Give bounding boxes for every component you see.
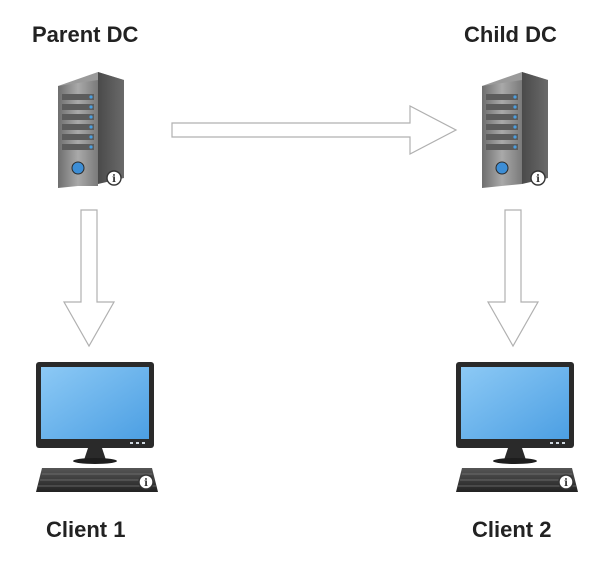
info-icon: i <box>138 474 154 490</box>
svg-text:i: i <box>112 174 116 185</box>
client-1-label: Client 1 <box>46 517 126 542</box>
info-icon: i <box>530 170 546 186</box>
arrow-child-to-client-2 <box>486 209 540 348</box>
svg-text:i: i <box>536 174 540 185</box>
info-icon: i <box>558 474 574 490</box>
child-dc-label: Child DC <box>464 22 557 47</box>
child-dc-server-icon: i <box>482 72 548 188</box>
client-2-label: Client 2 <box>472 517 552 542</box>
parent-dc-label: Parent DC <box>32 22 139 47</box>
client-2-computer-icon: i <box>456 362 578 492</box>
client-1-computer-icon: i <box>36 362 158 492</box>
svg-text:i: i <box>144 478 148 489</box>
svg-text:i: i <box>564 478 568 489</box>
parent-dc-server-icon: i <box>58 72 124 188</box>
arrow-parent-to-client-1 <box>62 209 116 348</box>
info-icon: i <box>106 170 122 186</box>
arrow-parent-to-child <box>171 105 458 155</box>
